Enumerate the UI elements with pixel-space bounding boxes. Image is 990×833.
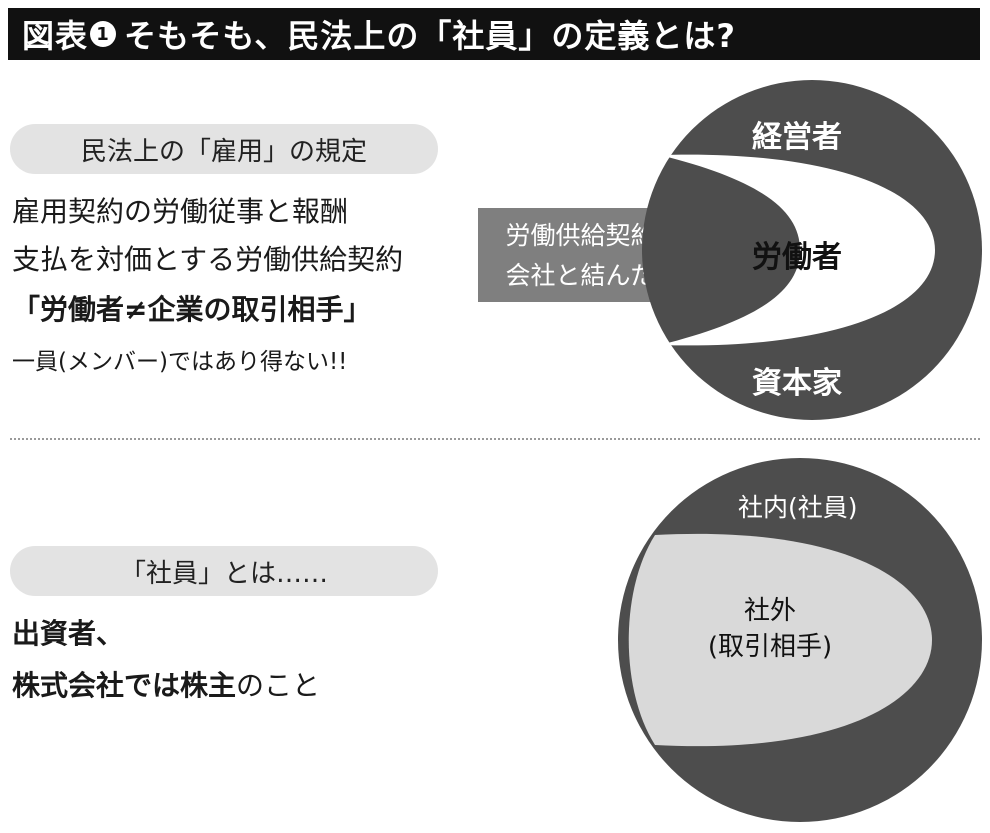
section-divider — [10, 438, 980, 440]
diagram2-inner-label-1: 社外 — [743, 596, 796, 626]
employment-desc-conclusion: 一員(メンバー)ではあり得ない!! — [12, 349, 348, 375]
employment-desc-line-1: 雇用契約の労働従事と報酬 — [12, 195, 349, 228]
figure-label: 図表 — [22, 17, 89, 55]
employment-desc-emphasis: 「労働者≠企業の取引相手」 — [12, 293, 372, 326]
diagram2-inner-label-2: (取引相手) — [707, 632, 833, 662]
member-desc-line-1: 出資者、 — [12, 617, 125, 650]
figure-title: そもそも、民法上の「社員」の定義とは? — [124, 17, 736, 55]
employment-rule-pill: 民法上の「雇用」の規定 — [10, 124, 438, 174]
figure-number-badge: 1 — [90, 21, 117, 47]
member-desc-line-2: 株式会社では株主のこと — [12, 664, 320, 704]
member-desc-suffix: のこと — [236, 669, 321, 702]
diagram2-inner-shape — [628, 533, 932, 747]
diagram1-white-notch — [660, 154, 935, 346]
diagram2-outer-label: 社内(社員) — [738, 493, 858, 522]
figure-title-bar: 図表 1 そもそも、民法上の「社員」の定義とは? — [8, 8, 980, 60]
diagram1-top-label: 経営者 — [752, 120, 842, 155]
member-desc-shareholder: 株式会社では株主 — [12, 669, 237, 702]
member-definition-pill: 「社員」とは…… — [10, 546, 438, 596]
diagram1-middle-label: 労働者 — [752, 240, 842, 275]
diagram1-bottom-label: 資本家 — [752, 366, 842, 401]
employment-desc-line-2: 支払を対価とする労働供給契約 — [12, 243, 404, 276]
